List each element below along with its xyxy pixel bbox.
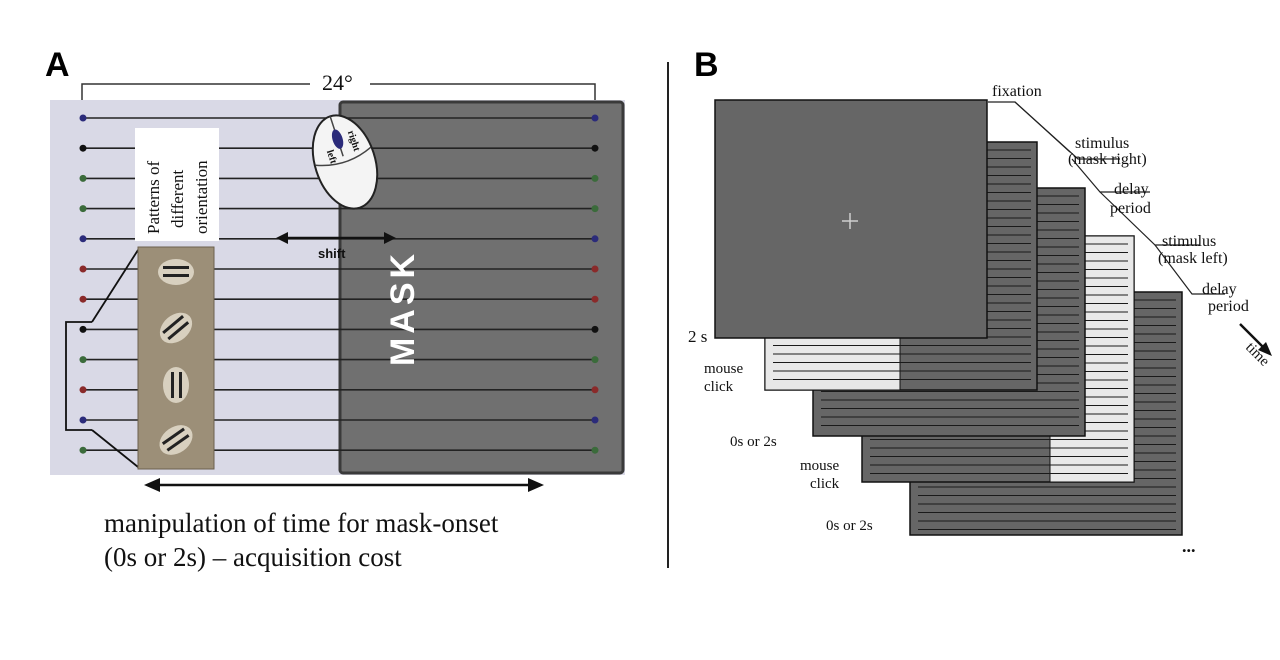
- gabor-patterns: [158, 259, 194, 455]
- line-dot-right: [591, 356, 599, 364]
- line-dot-right: [591, 205, 599, 213]
- label-stimulus-2: stimulus: [1162, 233, 1216, 250]
- line-dot-right: [591, 144, 599, 152]
- leader-lines: [988, 101, 1225, 295]
- line-dot-right: [591, 265, 599, 273]
- trial-sequence: fixation stimulus (mask right) delay per…: [688, 83, 1273, 556]
- label-stimulus-1: stimulus: [1075, 135, 1129, 152]
- line-dot-right: [591, 295, 599, 303]
- panel-a-letter: A: [45, 46, 70, 84]
- line-dot-right: [591, 235, 599, 243]
- label-time: time: [1242, 340, 1272, 370]
- line-dot-right: [591, 446, 599, 454]
- line-dot-right: [591, 114, 599, 122]
- shift-arrow: [276, 232, 396, 244]
- mask-label: MASK: [384, 250, 422, 366]
- line-dot-right: [591, 325, 599, 333]
- label-click-2: click: [810, 476, 840, 492]
- line-dot-right: [591, 174, 599, 182]
- label-period-1: period: [1110, 200, 1151, 217]
- zoom-lines: [91, 249, 139, 468]
- patterns-label-line3: orientation: [192, 160, 211, 234]
- mouse-left-label: left: [324, 149, 339, 166]
- angle-bracket: [81, 83, 596, 102]
- time-manipulation-arrow: [144, 478, 544, 492]
- angle-label: 24°: [318, 70, 357, 96]
- patterns-label-line2: different: [168, 170, 187, 228]
- patterns-label-line1: Patterns of: [144, 160, 163, 234]
- label-ellipsis: ...: [1182, 536, 1196, 556]
- label-click-1: click: [704, 379, 734, 395]
- mask-region: [338, 100, 625, 475]
- fixation-cross: [842, 213, 858, 229]
- caption-line-1: manipulation of time for mask-onset: [104, 508, 499, 538]
- patterns-label-box: Patterns of different orientation: [135, 128, 219, 241]
- panel-b-letter: B: [694, 46, 719, 84]
- label-delay-1: delay: [1114, 181, 1149, 198]
- line-dot-left: [79, 265, 87, 273]
- line-dot-left: [79, 205, 87, 213]
- mouse-icon: left right: [311, 114, 379, 210]
- line-dot-right: [591, 416, 599, 424]
- line-dot-left: [79, 325, 87, 333]
- label-mask-left: (mask left): [1158, 250, 1228, 267]
- shift-label: shift: [318, 246, 346, 261]
- line-dot-right: [591, 386, 599, 394]
- label-delay-2: delay: [1202, 281, 1237, 298]
- line-dot-left: [79, 446, 87, 454]
- line-dot-left: [79, 295, 87, 303]
- line-dot-left: [79, 174, 87, 182]
- line-dot-left: [79, 386, 87, 394]
- caption-line-2: (0s or 2s) – acquisition cost: [104, 542, 402, 572]
- selection-bracket: [65, 321, 92, 431]
- line-dot-left: [79, 356, 87, 364]
- line-dot-left: [79, 416, 87, 424]
- line-dot-left: [79, 114, 87, 122]
- label-mouse-1: mouse: [704, 361, 744, 377]
- label-2s: 2 s: [688, 327, 707, 346]
- label-fixation: fixation: [992, 83, 1042, 100]
- line-dot-left: [79, 235, 87, 243]
- fixation-screen: [714, 99, 988, 339]
- panel-divider: [667, 62, 669, 568]
- label-0s-or-2s-1: 0s or 2s: [730, 434, 777, 450]
- line-dot-left: [79, 144, 87, 152]
- label-mouse-2: mouse: [800, 458, 840, 474]
- label-period-2: period: [1208, 298, 1249, 315]
- label-mask-right: (mask right): [1068, 151, 1147, 168]
- label-0s-or-2s-2: 0s or 2s: [826, 518, 873, 534]
- time-arrow: [1239, 323, 1272, 356]
